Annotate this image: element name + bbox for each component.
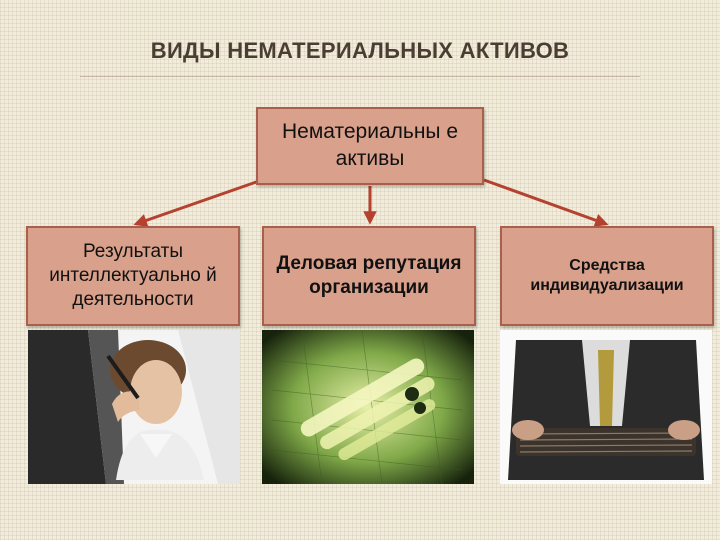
category-box-individualization: Средства индивидуализации bbox=[500, 226, 714, 326]
category-label-goodwill: Деловая репутация организации bbox=[276, 252, 462, 298]
photo-document-scrolls bbox=[262, 330, 474, 484]
category-box-intellectual: Результаты интеллектуально й деятельност… bbox=[26, 226, 240, 326]
photo-man-with-documents bbox=[500, 330, 712, 484]
root-node-label: Нематериальны е активы bbox=[281, 120, 459, 170]
category-label-intellectual: Результаты интеллектуально й деятельност… bbox=[49, 240, 217, 311]
photo-woman-with-pen bbox=[28, 330, 240, 484]
category-box-goodwill: Деловая репутация организации bbox=[262, 226, 476, 326]
arrow-left bbox=[133, 178, 263, 227]
slide-title: ВИДЫ НЕМАТЕРИАЛЬНЫХ АКТИВОВ bbox=[150, 38, 570, 63]
root-node-box: Нематериальны е активы bbox=[256, 107, 484, 185]
arrow-right bbox=[483, 178, 609, 227]
title-divider bbox=[80, 76, 640, 77]
category-label-individualization: Средства индивидуализации bbox=[530, 256, 684, 294]
